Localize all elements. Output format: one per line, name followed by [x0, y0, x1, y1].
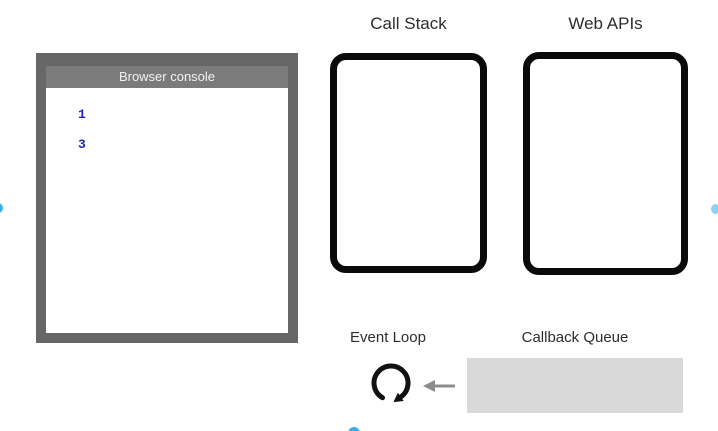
web-apis-box — [523, 52, 688, 275]
blue-marble-left-edge — [0, 203, 3, 213]
browser-console-title: Browser console — [46, 66, 288, 88]
console-log-line: 1 — [78, 107, 86, 122]
circular-arrow-clockwise-icon — [371, 363, 411, 403]
browser-console-output: 1 3 — [46, 88, 288, 333]
web-apis-label: Web APIs — [568, 14, 643, 33]
blue-marble-bottom-edge — [348, 427, 360, 431]
callback-queue-box — [467, 358, 683, 413]
left-arrow-icon — [423, 380, 455, 392]
browser-console: Browser console 1 3 — [36, 53, 298, 343]
console-log-line: 3 — [78, 137, 86, 152]
event-loop-label: Event Loop — [350, 329, 426, 346]
blue-marble-right-edge — [711, 204, 718, 214]
callback-queue-label: Callback Queue — [521, 329, 629, 346]
call-stack-box — [330, 53, 487, 273]
call-stack-label: Call Stack — [370, 14, 447, 33]
